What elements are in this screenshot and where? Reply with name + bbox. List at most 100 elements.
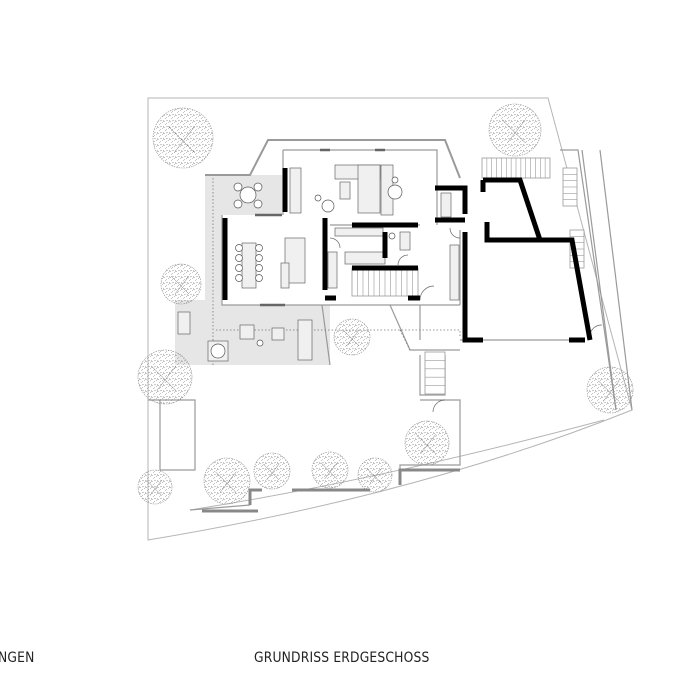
- wc-toilet: [388, 232, 396, 240]
- door-garden: [432, 399, 446, 413]
- tree-branch: [215, 471, 237, 493]
- terrace-sofa: [297, 319, 313, 361]
- tree-icon: [404, 420, 450, 466]
- dining-chair: [235, 264, 243, 272]
- main-stair: [351, 267, 419, 297]
- garden-wall: [248, 488, 262, 505]
- terrace-stool: [256, 339, 264, 347]
- tree-icon: [357, 457, 393, 493]
- thin-wall: [560, 149, 617, 411]
- tree-branch: [151, 366, 176, 391]
- terraces: [175, 139, 461, 365]
- stair-outline: [424, 351, 446, 395]
- door-hall: [449, 227, 461, 239]
- structural-wall: [462, 232, 483, 343]
- thin-walls: [148, 148, 633, 511]
- trees: [137, 103, 634, 505]
- dining-chair: [255, 264, 263, 272]
- dining-chair: [255, 274, 263, 282]
- doors: [329, 227, 603, 413]
- tree-canopy: [160, 263, 202, 305]
- tree-icon: [137, 349, 193, 405]
- coffee-table: [339, 181, 351, 200]
- tree-canopy: [488, 103, 542, 157]
- tree-branch: [219, 471, 237, 493]
- tree-branch: [346, 329, 360, 347]
- tree-branch: [262, 463, 280, 481]
- sideboard: [289, 167, 302, 214]
- thin-wall: [189, 504, 251, 511]
- thin-wall: [581, 149, 617, 411]
- tree-icon: [203, 457, 251, 505]
- storage-right: [449, 244, 460, 301]
- wc-cabinet: [399, 231, 411, 251]
- stairs: [351, 157, 585, 395]
- tree-canopy: [404, 420, 450, 466]
- garden-edge-line: [189, 419, 605, 511]
- chair: [253, 199, 263, 209]
- plan-title: GRUNDRISS ERDGESCHOSS: [254, 650, 430, 666]
- garden-wall: [398, 468, 460, 485]
- thin-wall: [148, 399, 196, 471]
- north-stair: [481, 157, 551, 179]
- tree-icon: [333, 318, 371, 356]
- garden-stair: [424, 351, 446, 395]
- dining-round-table: [239, 186, 257, 204]
- tree-canopy: [333, 318, 371, 356]
- tree-branch: [324, 462, 338, 480]
- tree-canopy: [586, 366, 634, 414]
- tree-branch: [602, 380, 620, 402]
- tree-branch: [501, 119, 526, 144]
- tree-canopy: [357, 457, 393, 493]
- tree-icon: [586, 366, 634, 414]
- structural-walls: [202, 168, 593, 513]
- site-boundary-line: [147, 97, 633, 541]
- east-stair-1: [562, 167, 578, 207]
- tree-canopy: [152, 107, 214, 169]
- thin-wall: [599, 149, 633, 411]
- thin-wall: [389, 304, 460, 351]
- tree-branch: [415, 434, 436, 455]
- tree-branch: [146, 480, 162, 496]
- tree-branch: [149, 480, 162, 496]
- kitchen-island: [284, 237, 306, 284]
- tree-icon: [160, 263, 202, 305]
- kitchen-unit-left: [327, 251, 338, 289]
- tree-branch: [156, 366, 176, 391]
- tree-icon: [152, 107, 214, 169]
- dining-table: [241, 242, 257, 289]
- tree-canopy: [137, 349, 193, 405]
- tree-canopy: [253, 452, 291, 490]
- hall-closet: [440, 192, 452, 218]
- tree-branch: [342, 329, 360, 347]
- dotted-line: [399, 329, 411, 351]
- tree-branch: [507, 119, 526, 144]
- tree-icon: [311, 451, 349, 489]
- sofa-l-side: [357, 164, 381, 214]
- tree-canopy: [311, 451, 349, 489]
- chair: [253, 182, 263, 192]
- terrace-chair-2: [271, 327, 285, 341]
- door-wc: [397, 254, 409, 266]
- tree-branch: [174, 275, 190, 295]
- tree-branch: [320, 462, 338, 480]
- structural-wall: [484, 222, 540, 243]
- kitchen-counter: [280, 262, 290, 289]
- side-table: [391, 176, 399, 184]
- kitchen-bench: [344, 251, 386, 265]
- tree-branch: [598, 380, 620, 402]
- tree-branch: [266, 463, 280, 481]
- side-table: [314, 194, 322, 202]
- thin-wall: [283, 149, 438, 185]
- tree-branch: [369, 468, 382, 484]
- thin-wall: [321, 304, 331, 366]
- terrace-lounger: [177, 311, 191, 335]
- roof-outline: [205, 139, 461, 179]
- dining-chair: [235, 254, 243, 262]
- dining-chair: [235, 244, 243, 252]
- chair: [233, 182, 243, 192]
- armchair: [321, 199, 335, 213]
- door-entry: [419, 285, 435, 301]
- kitchen-unit-top: [334, 227, 384, 237]
